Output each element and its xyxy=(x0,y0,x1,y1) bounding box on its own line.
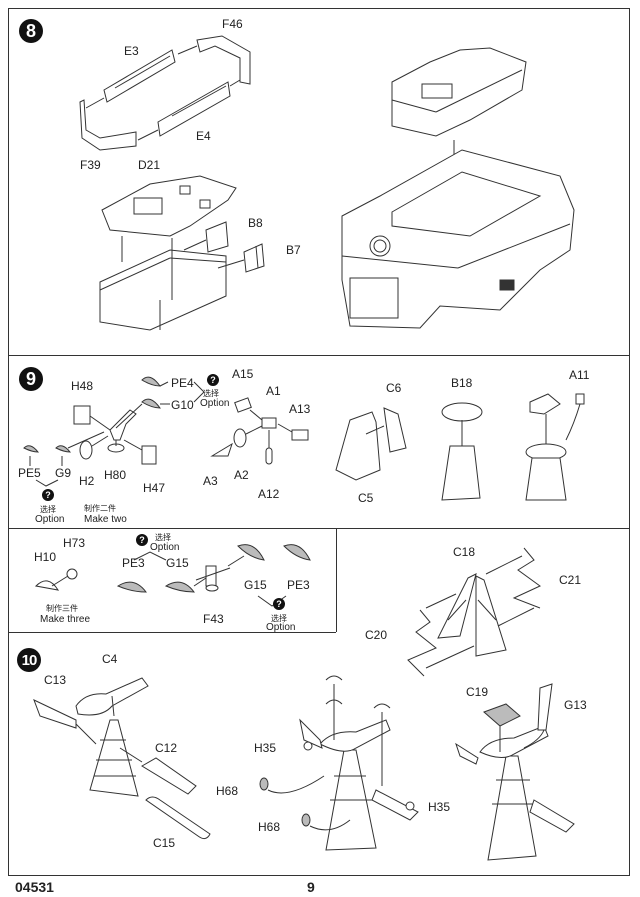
label-c21: C21 xyxy=(559,573,582,587)
page-number: 9 xyxy=(307,879,315,895)
option-cn-pe4-g10: 选择 xyxy=(203,389,219,398)
label-g10: G10 xyxy=(171,398,194,412)
label-c20: C20 xyxy=(365,628,388,642)
option-cn-pe5-g9: 选择 xyxy=(40,505,56,514)
divider-substep-right xyxy=(336,528,337,632)
make-three-en: Make three xyxy=(40,614,91,625)
label-c5: C5 xyxy=(358,491,374,505)
label-a15: A15 xyxy=(232,367,254,381)
label-g15-left: G15 xyxy=(166,556,189,570)
option-en-right: Option xyxy=(266,622,296,633)
label-h68-upper: H68 xyxy=(216,784,239,798)
make-three-cn: 制作三件 xyxy=(46,604,78,613)
divider-step8-step9 xyxy=(8,355,630,356)
label-h73: H73 xyxy=(63,536,86,550)
label-a11: A11 xyxy=(569,368,590,382)
label-h48: H48 xyxy=(71,379,94,393)
label-c4: C4 xyxy=(102,652,118,666)
option-en-pe5-g9: Option xyxy=(35,514,65,525)
option-cn-left: 选择 xyxy=(155,533,171,542)
label-c12: C12 xyxy=(155,741,178,755)
option-icon-pe3-g15-left: ? xyxy=(136,534,148,546)
label-h80: H80 xyxy=(104,468,127,482)
option-en-left: Option xyxy=(150,542,180,553)
option-cn-right: 选择 xyxy=(271,614,287,623)
label-pe3-right: PE3 xyxy=(287,578,310,592)
label-b8: B8 xyxy=(248,216,263,230)
label-a2: A2 xyxy=(234,468,249,482)
option-icon-g15-pe3-right: ? xyxy=(273,598,285,610)
label-c13: C13 xyxy=(44,673,67,687)
label-g13: G13 xyxy=(564,698,587,712)
label-f46: F46 xyxy=(222,17,243,31)
divider-step9-bottom xyxy=(8,528,630,529)
label-a3: A3 xyxy=(203,474,218,488)
label-pe5: PE5 xyxy=(18,466,41,480)
label-g9: G9 xyxy=(55,466,72,480)
label-e4: E4 xyxy=(196,129,211,143)
label-c6: C6 xyxy=(386,381,402,395)
make-two-cn: 制作二件 xyxy=(84,504,116,513)
label-f39: F39 xyxy=(80,158,101,172)
page-frame xyxy=(8,8,630,876)
kit-code: 04531 xyxy=(15,879,54,895)
label-h47: H47 xyxy=(143,481,166,495)
step-9-badge: 9 xyxy=(19,367,43,391)
divider-substep-bottom xyxy=(8,632,336,633)
step-8-badge: 8 xyxy=(19,19,43,43)
label-a1: A1 xyxy=(266,384,281,398)
step-10-badge: 10 xyxy=(17,648,41,672)
label-b7: B7 xyxy=(286,243,301,257)
label-d21: D21 xyxy=(138,158,161,172)
label-a13: A13 xyxy=(289,402,311,416)
label-h35-right: H35 xyxy=(428,800,451,814)
option-icon-pe5-g9: ? xyxy=(42,489,54,501)
label-h35-left: H35 xyxy=(254,741,277,755)
label-c18: C18 xyxy=(453,545,476,559)
label-e3: E3 xyxy=(124,44,139,58)
label-b18: B18 xyxy=(451,376,473,390)
label-h68-lower: H68 xyxy=(258,820,281,834)
label-c15: C15 xyxy=(153,836,176,850)
label-h10: H10 xyxy=(34,550,57,564)
label-c19: C19 xyxy=(466,685,489,699)
label-h2: H2 xyxy=(79,474,95,488)
option-icon-pe4-g10: ? xyxy=(207,374,219,386)
label-g15-right: G15 xyxy=(244,578,267,592)
label-f43: F43 xyxy=(203,612,224,626)
label-a12: A12 xyxy=(258,487,280,501)
make-two-en: Make two xyxy=(84,514,127,525)
label-pe4: PE4 xyxy=(171,376,194,390)
option-en-pe4-g10: Option xyxy=(200,398,230,409)
label-pe3-left: PE3 xyxy=(122,556,145,570)
